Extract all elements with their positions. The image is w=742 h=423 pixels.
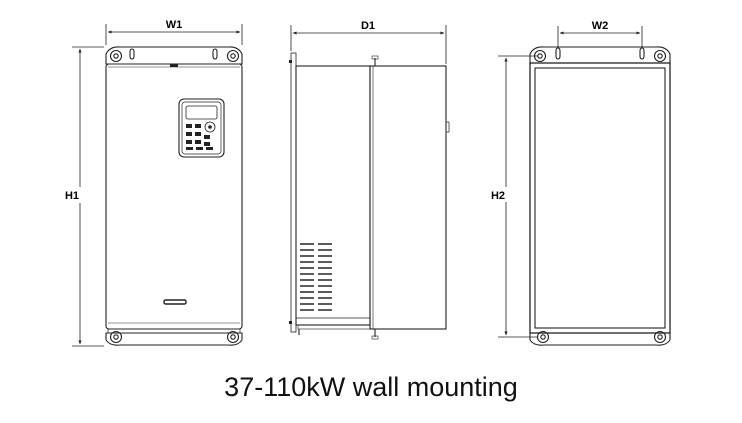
h1-dimension <box>72 46 104 347</box>
side-vent-slots <box>300 243 332 311</box>
h2-label: H2 <box>491 190 505 202</box>
front-top-mount-holes <box>109 48 240 63</box>
d1-dimension <box>290 25 447 64</box>
w1-label: W1 <box>166 19 183 31</box>
keypad-buttons <box>186 124 213 150</box>
rear-body-inner <box>534 67 666 329</box>
w2-dimension <box>557 26 643 47</box>
side-front-cover <box>369 65 447 330</box>
front-top-bracket <box>105 46 243 65</box>
keypad-display <box>185 105 218 120</box>
front-bottom-bracket <box>105 332 243 346</box>
front-handle-slot <box>163 299 187 305</box>
rear-top-bracket <box>529 46 671 64</box>
keypad-dial <box>204 121 216 133</box>
h1-label: H1 <box>65 190 79 202</box>
front-view <box>105 46 243 346</box>
w2-label: W2 <box>592 20 609 32</box>
rear-view <box>529 46 671 346</box>
side-mount-plate <box>290 52 297 333</box>
rear-top-mount-holes <box>533 47 667 63</box>
keypad-panel <box>178 98 225 158</box>
rear-bottom-bracket <box>529 332 671 346</box>
h2-dimension <box>498 55 538 338</box>
w1-dimension <box>105 24 243 45</box>
d1-label: D1 <box>361 20 375 32</box>
side-view <box>289 52 450 340</box>
figure-caption: 37-110kW wall mounting <box>224 372 518 402</box>
rear-body-outer <box>529 62 671 334</box>
front-bottom-mount-holes <box>109 330 240 344</box>
